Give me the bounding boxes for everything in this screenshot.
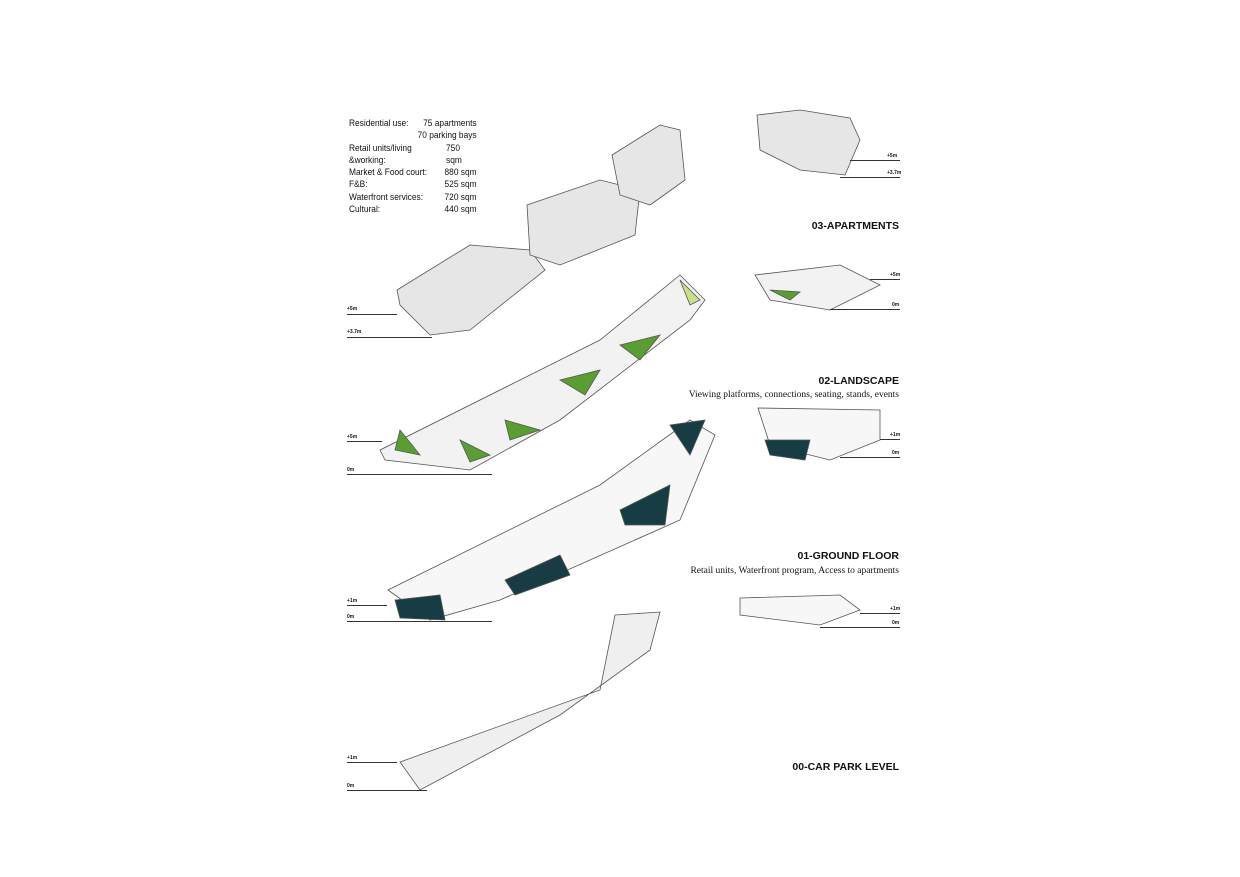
elevation-label: +1m (890, 432, 901, 438)
elevation-label: +5m (887, 153, 898, 159)
ground-floor-axonometric (387, 419, 716, 621)
elevation-label: +5m (347, 434, 358, 440)
elevation-label: 0m (892, 620, 900, 626)
stat-row: Waterfront services:720 sqm (349, 191, 477, 203)
level-subtitle-landscape: Viewing platforms, connections, seating,… (688, 390, 899, 400)
car-park-axonometric (399, 611, 661, 791)
elevation-label: +3.7m (887, 170, 902, 176)
apartments-small (756, 109, 861, 176)
elevation-label: 0m (347, 783, 355, 789)
elevation-line (880, 439, 900, 440)
elevation-line (347, 441, 382, 442)
elevation-line (347, 474, 492, 475)
elevation-label: 0m (347, 467, 355, 473)
stat-row: Cultural:440 sqm (349, 204, 477, 216)
elevation-label: +5m (890, 272, 901, 278)
elevation-line (830, 309, 900, 310)
level-title-car-park: 00-CAR PARK LEVEL (792, 761, 899, 773)
elevation-line (840, 177, 900, 178)
apartments-axonometric (396, 124, 686, 336)
program-stats: Residential use:75 apartments 70 parking… (349, 118, 477, 216)
elevation-label: 0m (347, 614, 355, 620)
elevation-line (347, 337, 432, 338)
stat-row: Retail units/living &working:750 sqm (349, 142, 462, 166)
level-subtitle-ground-floor: Retail units, Waterfront program, Access… (690, 566, 899, 576)
elevation-line (870, 279, 900, 280)
landscape-small (754, 264, 881, 311)
level-title-apartments: 03-APARTMENTS (811, 220, 899, 232)
level-title-ground-floor: 01-GROUND FLOOR (797, 550, 899, 562)
ground-floor-small (739, 407, 881, 626)
elevation-line (820, 627, 900, 628)
elevation-label: +3.7m (347, 329, 362, 335)
stat-row: Residential use:75 apartments (349, 118, 477, 129)
stat-row: F&B:525 sqm (349, 179, 477, 191)
elevation-line (347, 605, 387, 606)
elevation-line (840, 457, 900, 458)
stat-row: 70 parking bays (417, 130, 477, 142)
elevation-line (347, 314, 397, 315)
elevation-label: 0m (892, 302, 900, 308)
elevation-line (347, 762, 397, 763)
elevation-label: +1m (347, 598, 358, 604)
elevation-label: +1m (347, 755, 358, 761)
elevation-label: +1m (890, 606, 901, 612)
elevation-line (347, 790, 427, 791)
elevation-label: 0m (892, 450, 900, 456)
stat-row: Market & Food court:880 sqm (349, 167, 477, 179)
elevation-line (347, 621, 492, 622)
elevation-label: +5m (347, 306, 358, 312)
level-title-landscape: 02-LANDSCAPE (818, 375, 899, 387)
elevation-line (850, 160, 900, 161)
landscape-axonometric (379, 274, 706, 471)
elevation-line (860, 613, 900, 614)
